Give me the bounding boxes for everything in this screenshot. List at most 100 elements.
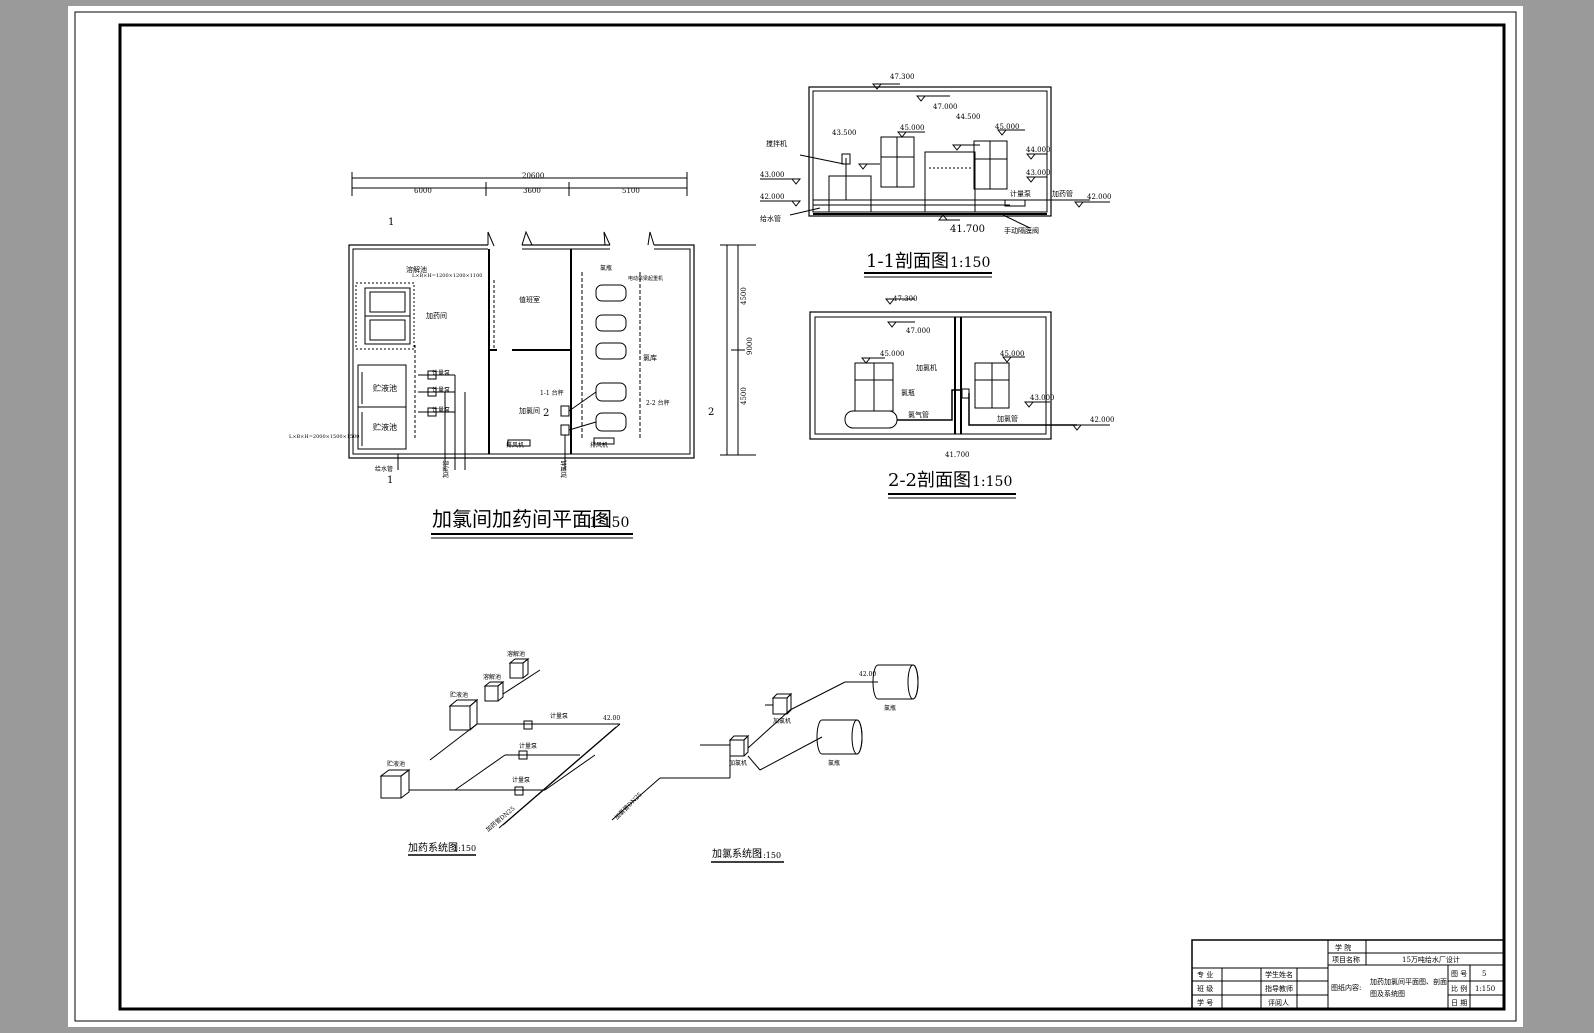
plan-dim-v2: 4500 <box>740 387 748 405</box>
tb-student-label: 学生姓名 <box>1265 970 1293 979</box>
tb-content-value-2: 图及系统图 <box>1370 989 1405 998</box>
s11-lv-floor: 41.700 <box>950 224 985 235</box>
plan-labels: 20600 6000 3600 5100 1 1 2 2 值班室 加药间 加氯间… <box>289 172 754 531</box>
s11-pump: 计量泵 <box>1010 189 1031 198</box>
plan-water-pipe: 给水管 <box>375 465 393 473</box>
tb-reviewer-label: 评阅人 <box>1268 999 1289 1007</box>
s11-dosing-pipe: 加药管 <box>1052 189 1073 198</box>
chlor-machine-2: 加氯机 <box>729 759 747 767</box>
s22-chlorinator: 加氯机 <box>916 363 937 372</box>
plan-cut-mid: 2 <box>543 408 549 419</box>
title-block-labels: 学 院 项目名称 15万吨给水厂设计 专 业 班 级 学 号 学生姓名 指导教师… <box>1197 943 1495 1007</box>
s11-lv-mixer: 43.500 <box>832 129 857 137</box>
plan-cut-bottom: 1 <box>387 475 393 486</box>
tb-content-label: 图纸内容: <box>1331 983 1361 992</box>
s22-lv-roof: 47.300 <box>893 295 918 303</box>
plan-meter-2: 计量泵 <box>432 386 450 394</box>
s22-lv-out: 42.000 <box>1090 416 1115 424</box>
tank-spec-1: L×B×H=1200×1200×1100 <box>412 273 482 279</box>
tb-project-value: 15万吨给水厂设计 <box>1402 955 1460 964</box>
s22-cylinder: 氯瓶 <box>901 388 915 397</box>
tank-spec-2: L×B×H=2000×1500×1500 <box>289 434 359 440</box>
s22-lv-left: 45.000 <box>880 350 905 358</box>
dosing-pump-2: 计量泵 <box>519 742 537 750</box>
dosing-box-4: 贮液池 <box>387 760 405 768</box>
tb-date-label: 日 期 <box>1451 999 1467 1007</box>
s11-lv-ceiling: 47.000 <box>933 103 958 111</box>
s11-scale: 1:150 <box>950 255 990 271</box>
dosing-box-3: 贮液池 <box>450 691 468 699</box>
plan-cut-right: 2 <box>708 407 714 418</box>
tb-major-label: 专 业 <box>1197 970 1213 979</box>
s22-lv-floor: 41.700 <box>945 451 970 459</box>
chlor-cyl-1: 氯瓶 <box>884 704 896 712</box>
chlor-pipe-level: 42.00 <box>859 671 876 678</box>
s11-mixer: 搅拌机 <box>766 139 787 148</box>
plan-cylinder: 氯瓶 <box>600 264 612 272</box>
plan-bed-1: 1-1 台秤 <box>540 389 564 397</box>
chlor-system <box>611 664 919 863</box>
plan-dim-3: 5100 <box>622 187 640 195</box>
plan-dosing-pipe: 加药管 <box>442 460 450 478</box>
section-22 <box>809 298 1110 499</box>
tb-project-label: 项目名称 <box>1332 955 1360 964</box>
tb-scale-value: 1:150 <box>1475 985 1495 993</box>
tb-teacher-label: 指导教师 <box>1265 984 1293 993</box>
tb-school-label: 学 院 <box>1335 943 1351 952</box>
s11-title: 1-1剖面图 <box>866 251 949 272</box>
plan-fan-2: 排风机 <box>590 441 608 449</box>
s11-valve: 手动隔膜阀 <box>1004 226 1039 235</box>
outer-frame <box>74 11 1517 1022</box>
plan-dim-1: 6000 <box>414 187 432 195</box>
s11-lv-out: 42.000 <box>1087 193 1112 201</box>
plan-scale: 1:150 <box>589 515 629 531</box>
tank-1-label: 贮液池 <box>373 383 397 393</box>
dosing-box-2: 溶解池 <box>483 673 501 681</box>
room-control: 值班室 <box>519 295 540 304</box>
chlor-scale: 1:150 <box>758 851 781 860</box>
plan-view <box>348 172 756 539</box>
room-dosing: 加药间 <box>426 311 447 320</box>
section-22-labels: 47.300 47.000 45.000 45.000 43.000 42.00… <box>880 295 1115 491</box>
plan-dim-v-total: 9000 <box>746 337 754 355</box>
s22-scale: 1:150 <box>972 474 1012 490</box>
chlor-title: 加氯系统图 <box>712 847 762 860</box>
s11-lv-right1: 44.000 <box>1026 146 1051 154</box>
s22-gas-pipe: 氯气管 <box>908 410 929 419</box>
dosing-title: 加药系统图 <box>408 841 458 854</box>
room-chlor: 加氯间 <box>519 406 540 415</box>
tb-drawing-no-value: 5 <box>1482 970 1486 978</box>
dosing-system <box>379 657 621 856</box>
plan-dim-total: 20600 <box>522 172 544 180</box>
plan-crane: 电动单梁起重机 <box>628 275 663 282</box>
dosing-pump-3: 计量泵 <box>512 776 530 784</box>
s11-lv-tank1: 45.000 <box>900 124 925 132</box>
s22-lv-pipe: 43.000 <box>1030 394 1055 402</box>
dosing-pump-1: 计量泵 <box>550 712 568 720</box>
inner-frame <box>118 23 1506 1011</box>
plan-meter-3: 计量泵 <box>432 406 450 414</box>
plan-meter-1: 计量泵 <box>432 369 450 377</box>
tb-content-value-1: 加药加氯间平面图、剖面 <box>1370 977 1447 986</box>
plan-dim-2: 3600 <box>523 187 541 195</box>
dosing-box-1: 溶解池 <box>507 650 525 658</box>
room-store: 氯库 <box>643 353 657 362</box>
title-block <box>1191 939 1505 1010</box>
section-11-labels: 47.300 47.000 43.500 45.000 44.500 45.00… <box>760 73 1112 272</box>
plan-cut-top: 1 <box>388 217 394 228</box>
tb-class-label: 班 级 <box>1197 984 1213 993</box>
tb-scale-label: 比 例 <box>1451 984 1467 993</box>
s11-lv-left2: 42.000 <box>760 193 785 201</box>
chlor-machine-1: 加氯机 <box>773 717 791 725</box>
dosing-pipe-level: 42.00 <box>603 715 620 722</box>
s22-title: 2-2剖面图 <box>888 470 971 491</box>
plan-bed-2: 2-2 台秤 <box>646 399 670 407</box>
dissolve-tank-label: 溶解池 <box>406 265 427 274</box>
s11-lv-right2: 43.000 <box>1026 169 1051 177</box>
s22-chlor-pipe: 加氯管 <box>997 414 1018 423</box>
s22-lv-right: 45.000 <box>1000 350 1025 358</box>
s11-water-pipe: 给水管 <box>760 214 781 223</box>
tb-id-label: 学 号 <box>1197 998 1213 1007</box>
s11-lv-left1: 43.000 <box>760 171 785 179</box>
